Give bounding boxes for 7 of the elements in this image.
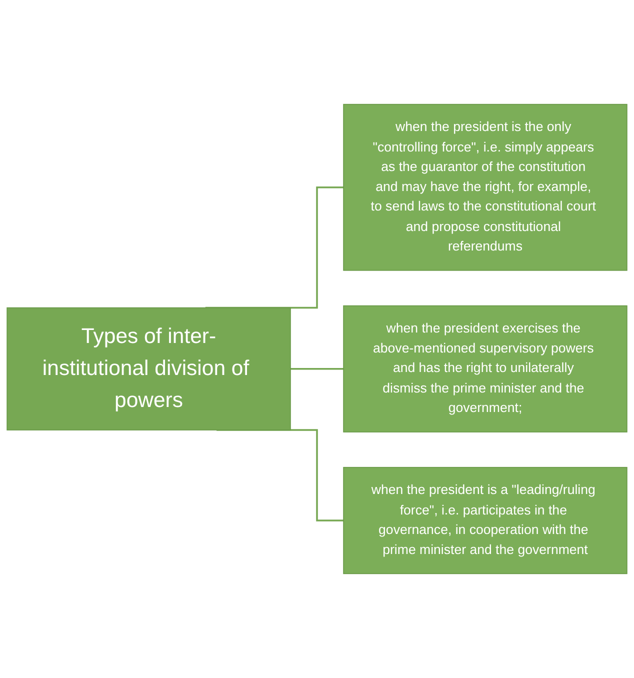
node-box: when the president is a "leading/ruling force", i.e. participates in the governance, in cooperation with the prime minister and the government	[343, 466, 628, 574]
node-box: when the president exercises the above-mentioned supervisory powers and has the right to unilaterally dismiss the prime minister and the government;	[343, 305, 628, 432]
connector	[205, 186, 344, 309]
connector	[216, 429, 344, 522]
node-box: Types of inter-institutional division of powers	[6, 307, 291, 430]
node-box: when the president is the only "controlling force", i.e. simply appears as the guarantor of the constitution and may have the right, for example, to send laws to the constitutional court and propose constitutional referendums	[343, 104, 628, 271]
connector	[290, 368, 344, 370]
